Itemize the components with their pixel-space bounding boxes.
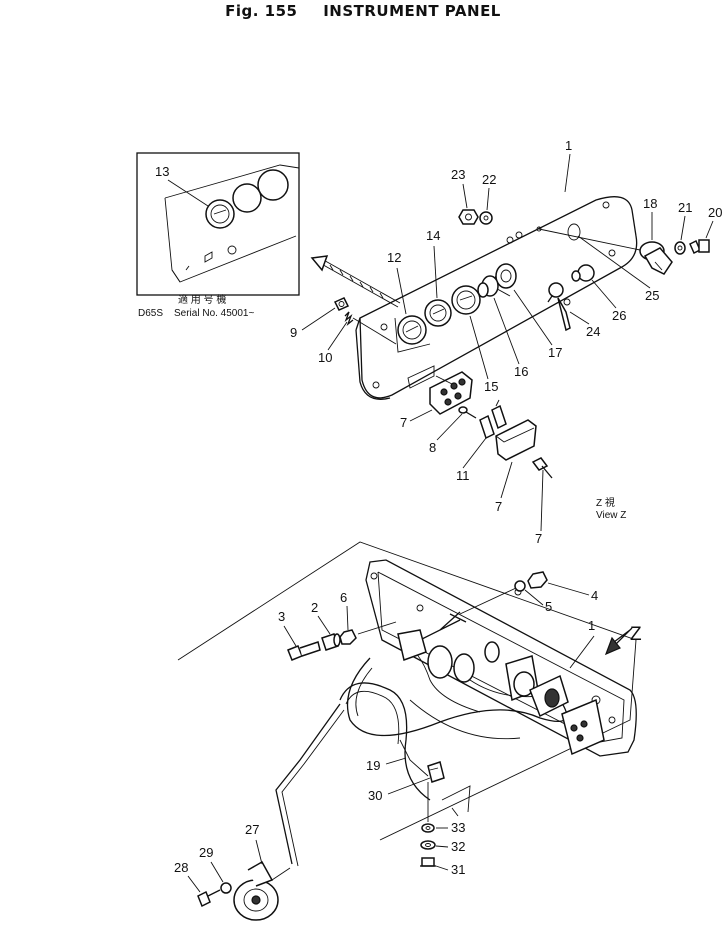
view-note-jp: Z 視 [596, 496, 615, 509]
callout-26: 26 [612, 308, 626, 323]
callout-12: 12 [387, 250, 401, 265]
callout-20: 20 [708, 205, 722, 220]
inset-note-jp: 適 用 号 機 [178, 293, 226, 306]
callout-13: 13 [155, 164, 169, 179]
inset-note-model: D65S [138, 308, 163, 319]
callout-6: 6 [340, 590, 347, 605]
callout-11: 11 [456, 468, 470, 483]
callout-23: 23 [451, 167, 465, 182]
part-33-washer [421, 823, 435, 833]
callout-31: 31 [451, 862, 465, 877]
callout-1-top: 1 [565, 138, 572, 153]
callout-9: 9 [290, 325, 297, 340]
part-32-washer [420, 840, 436, 850]
callout-28: 28 [174, 860, 188, 875]
part-7-cover [495, 419, 537, 461]
inset-note-serial: Serial No. 45001~ [174, 308, 254, 319]
part-12-gauge [394, 315, 431, 353]
part-10-spring [344, 311, 354, 326]
part-20-bolt [689, 239, 710, 255]
lower-components [397, 629, 605, 756]
part-28-bolt [197, 889, 221, 908]
figure-number: Fig. 155 [225, 2, 298, 20]
callout-2: 2 [311, 600, 318, 615]
callout-15: 15 [484, 379, 498, 394]
callout-29: 29 [199, 845, 213, 860]
part-23-nut [458, 209, 479, 225]
callout-8: 8 [429, 440, 436, 455]
callout-7-cover: 7 [495, 499, 502, 514]
lower-instrument-panel [365, 559, 637, 757]
callout-18: 18 [643, 196, 657, 211]
part-30-clamp [427, 761, 445, 783]
part-2-spacer [321, 633, 341, 651]
part-24-key-switch [547, 282, 571, 332]
part-29-washer [220, 882, 232, 894]
part-4-nut [527, 571, 548, 589]
callout-17: 17 [548, 345, 562, 360]
callout-7-block: 7 [400, 415, 407, 430]
part-9-nut [333, 297, 350, 311]
part-26-knob [571, 264, 595, 282]
part-16 [477, 275, 499, 298]
part-5-washer [514, 580, 526, 592]
view-note-en: View Z [596, 510, 626, 521]
callout-10: 10 [318, 350, 332, 365]
part-27-horn [233, 703, 345, 921]
callout-7-bolt: 7 [535, 531, 542, 546]
callout-3: 3 [278, 609, 285, 624]
callout-33: 33 [451, 820, 465, 835]
inset-gauge-13 [205, 199, 235, 229]
part-31-bolt [420, 857, 436, 867]
callout-14: 14 [426, 228, 440, 243]
callout-1-lower: 1 [588, 618, 595, 633]
part-22-washer [479, 211, 493, 225]
callout-24: 24 [586, 324, 600, 339]
callout-22: 22 [482, 172, 496, 187]
upper-instrument-panel [355, 196, 638, 400]
view-z-letter: Z [630, 624, 642, 645]
callout-4: 4 [591, 588, 598, 603]
part-7-switch-block [429, 371, 473, 415]
part-8-screw [458, 406, 477, 419]
callout-5: 5 [545, 599, 552, 614]
callout-21: 21 [678, 200, 692, 215]
callout-25: 25 [645, 288, 659, 303]
part-6-nut [339, 629, 357, 645]
part-18-switch [639, 241, 673, 275]
callout-19: 19 [366, 758, 380, 773]
part-14-gauge [424, 299, 452, 327]
figure-title: Fig. 155 INSTRUMENT PANEL [0, 2, 726, 20]
figure-name: INSTRUMENT PANEL [323, 2, 501, 20]
callout-30: 30 [368, 788, 382, 803]
part-7-bolt [531, 457, 553, 479]
view-arrow-line [310, 255, 401, 308]
part-17 [489, 263, 517, 297]
lower-dash-body [177, 541, 637, 841]
part-15-gauge [451, 285, 481, 315]
callout-27: 27 [245, 822, 259, 837]
view-z-arrow [604, 627, 633, 656]
part-11-connectors [479, 399, 507, 440]
inset-detail: 13 [136, 152, 300, 296]
part-21-washer [674, 241, 686, 255]
callout-32: 32 [451, 839, 465, 854]
callout-16: 16 [514, 364, 528, 379]
part-3-bolt [287, 641, 321, 661]
